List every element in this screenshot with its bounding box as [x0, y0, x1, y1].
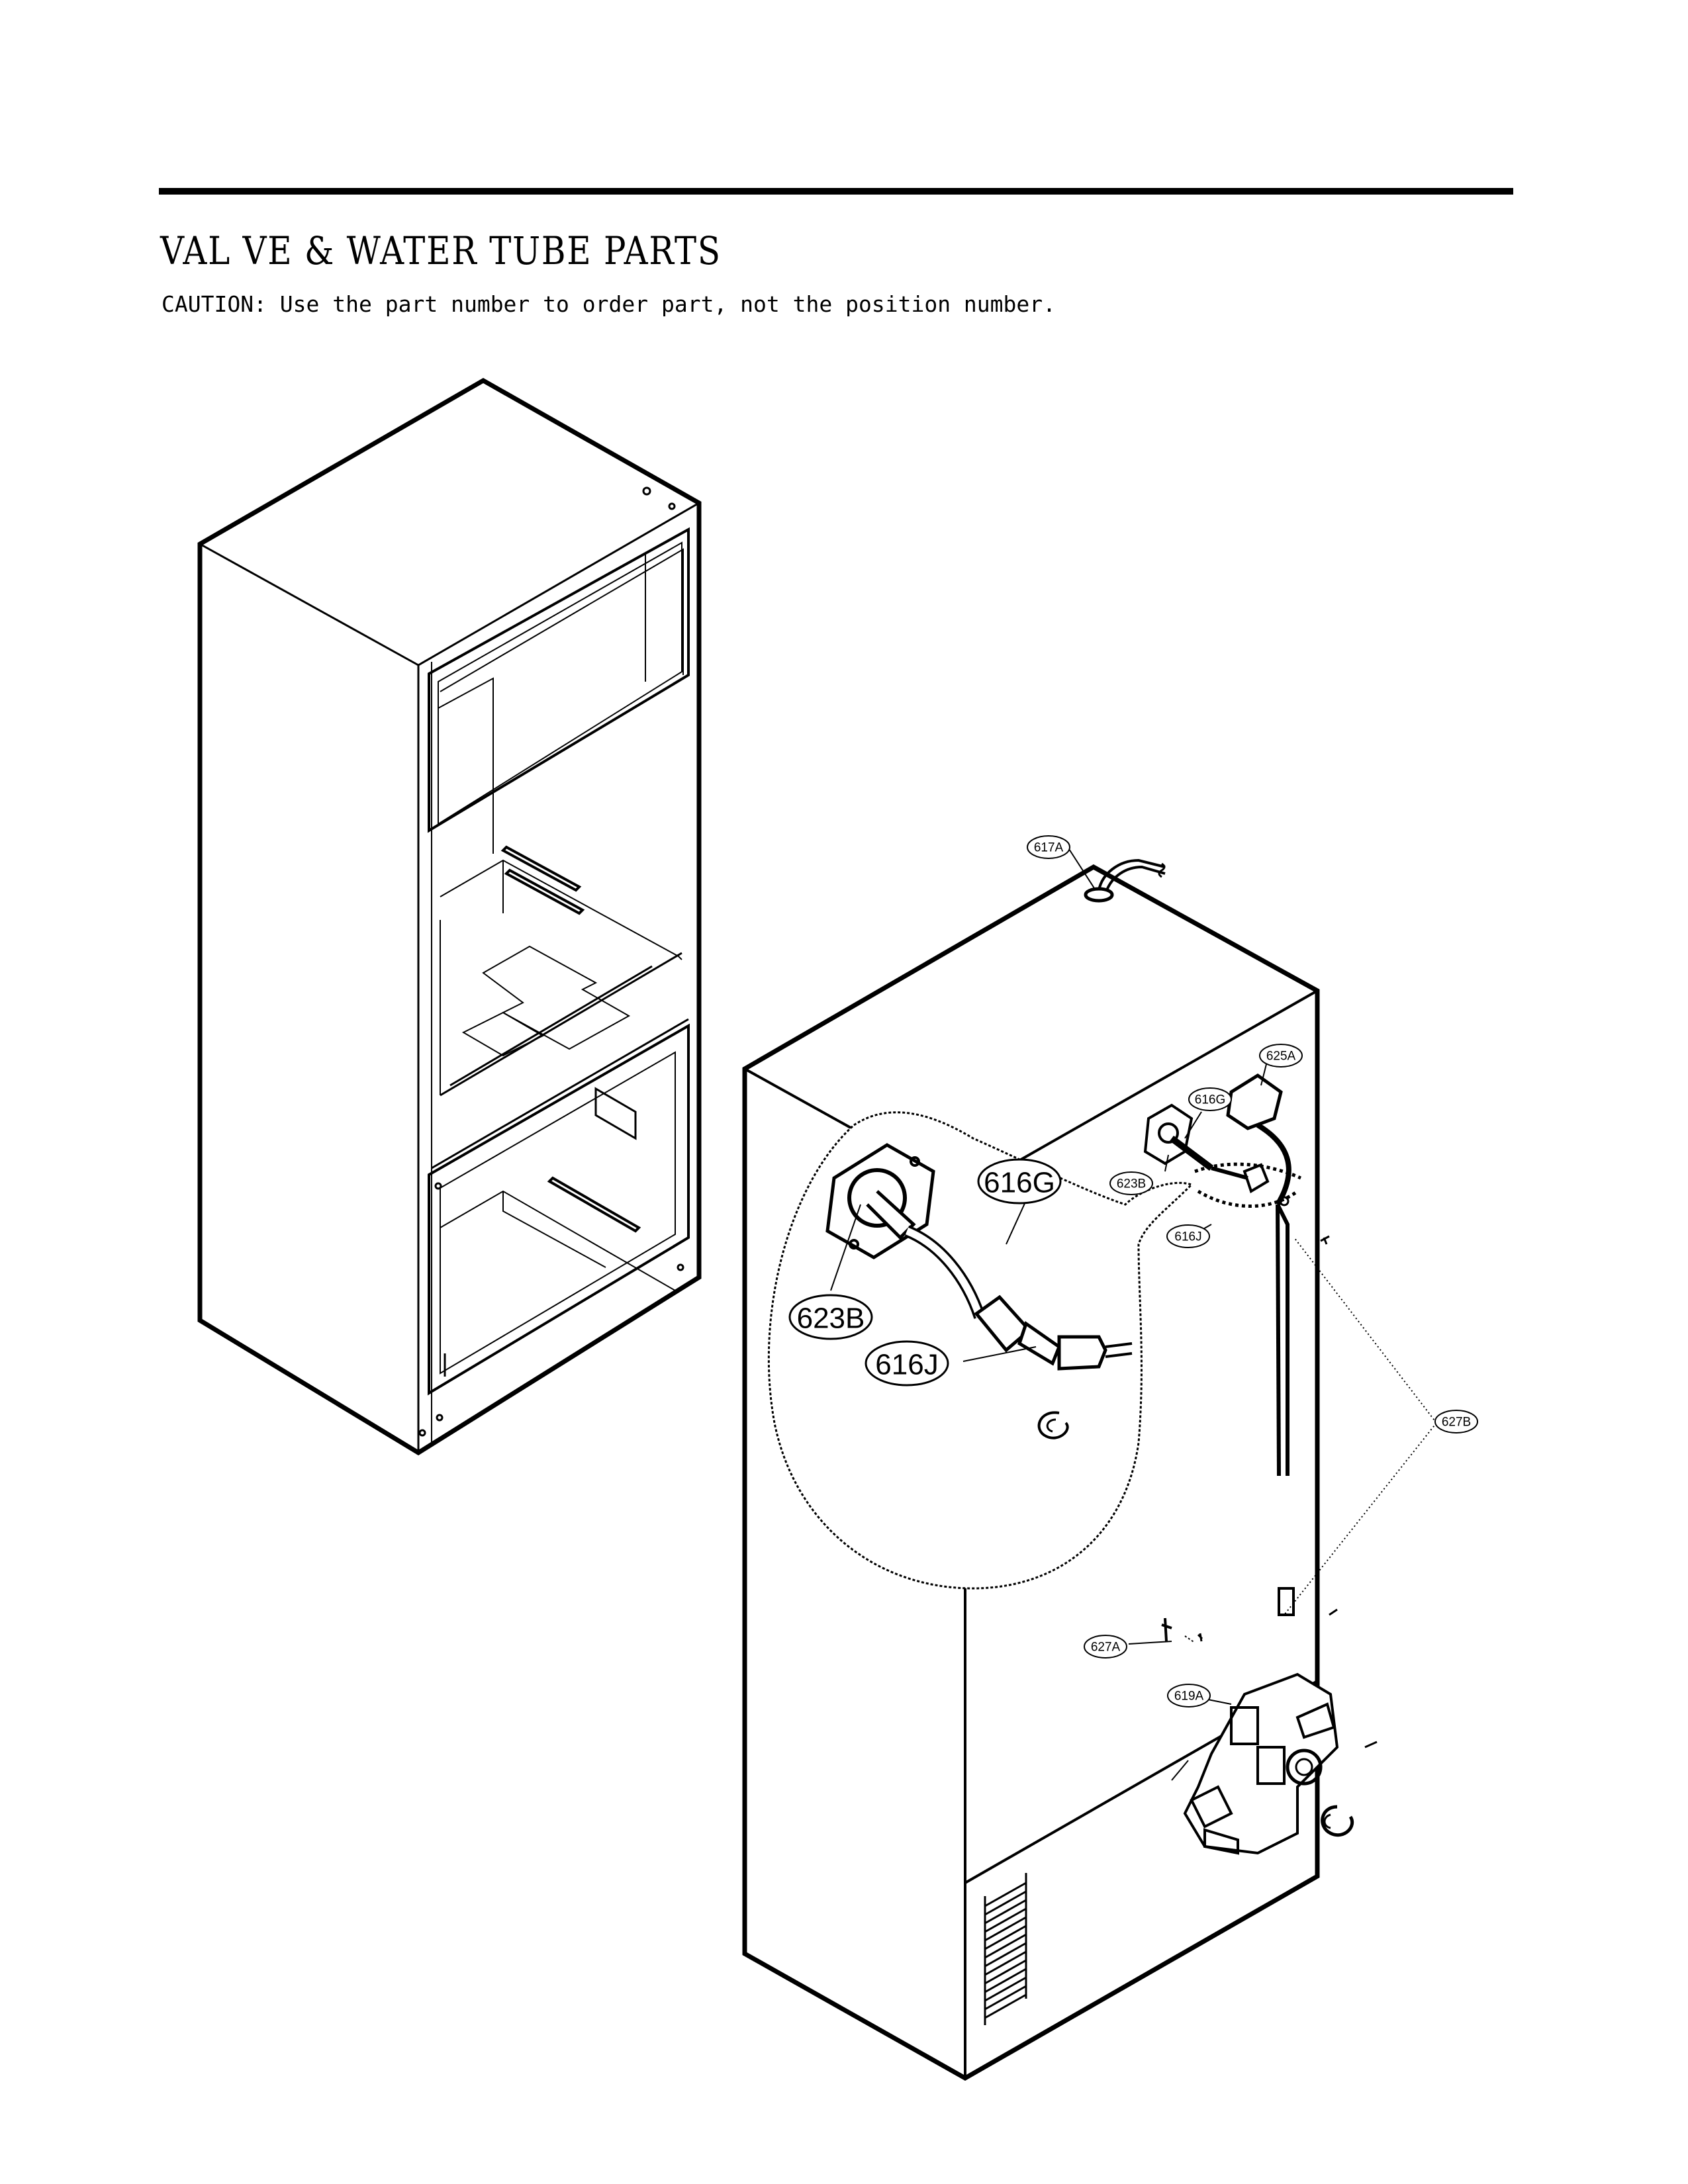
callout-623b: 623B — [1117, 1177, 1146, 1191]
callout-625a: 625A — [1266, 1050, 1296, 1064]
cabinet-front-view — [197, 377, 702, 1456]
callout-616j: 616J — [1174, 1230, 1201, 1244]
caution-note: CAUTION: Use the part number to order pa… — [162, 291, 1056, 317]
callout-617a: 617A — [1034, 841, 1064, 855]
header-rule — [159, 188, 1513, 195]
callout-619a: 619A — [1174, 1690, 1204, 1704]
callout-ellipses — [788, 835, 1478, 1707]
water-valve-assembly — [1171, 1672, 1354, 1855]
page-title: VAL VE & WATER TUBE PARTS — [160, 228, 722, 273]
upper-valve-parts — [1143, 1073, 1378, 1749]
detail-callout-616j: 616J — [875, 1349, 938, 1381]
detail-callout-623b: 623B — [797, 1302, 865, 1335]
callout-616g: 616G — [1195, 1093, 1225, 1107]
callout-627a: 627A — [1091, 1641, 1121, 1655]
detail-callout-616g: 616G — [984, 1167, 1055, 1199]
callout-labels: 617A 625A 616G 623B 616J 627B 627A 619A … — [797, 841, 1472, 1704]
callout-627b: 627B — [1442, 1416, 1471, 1430]
